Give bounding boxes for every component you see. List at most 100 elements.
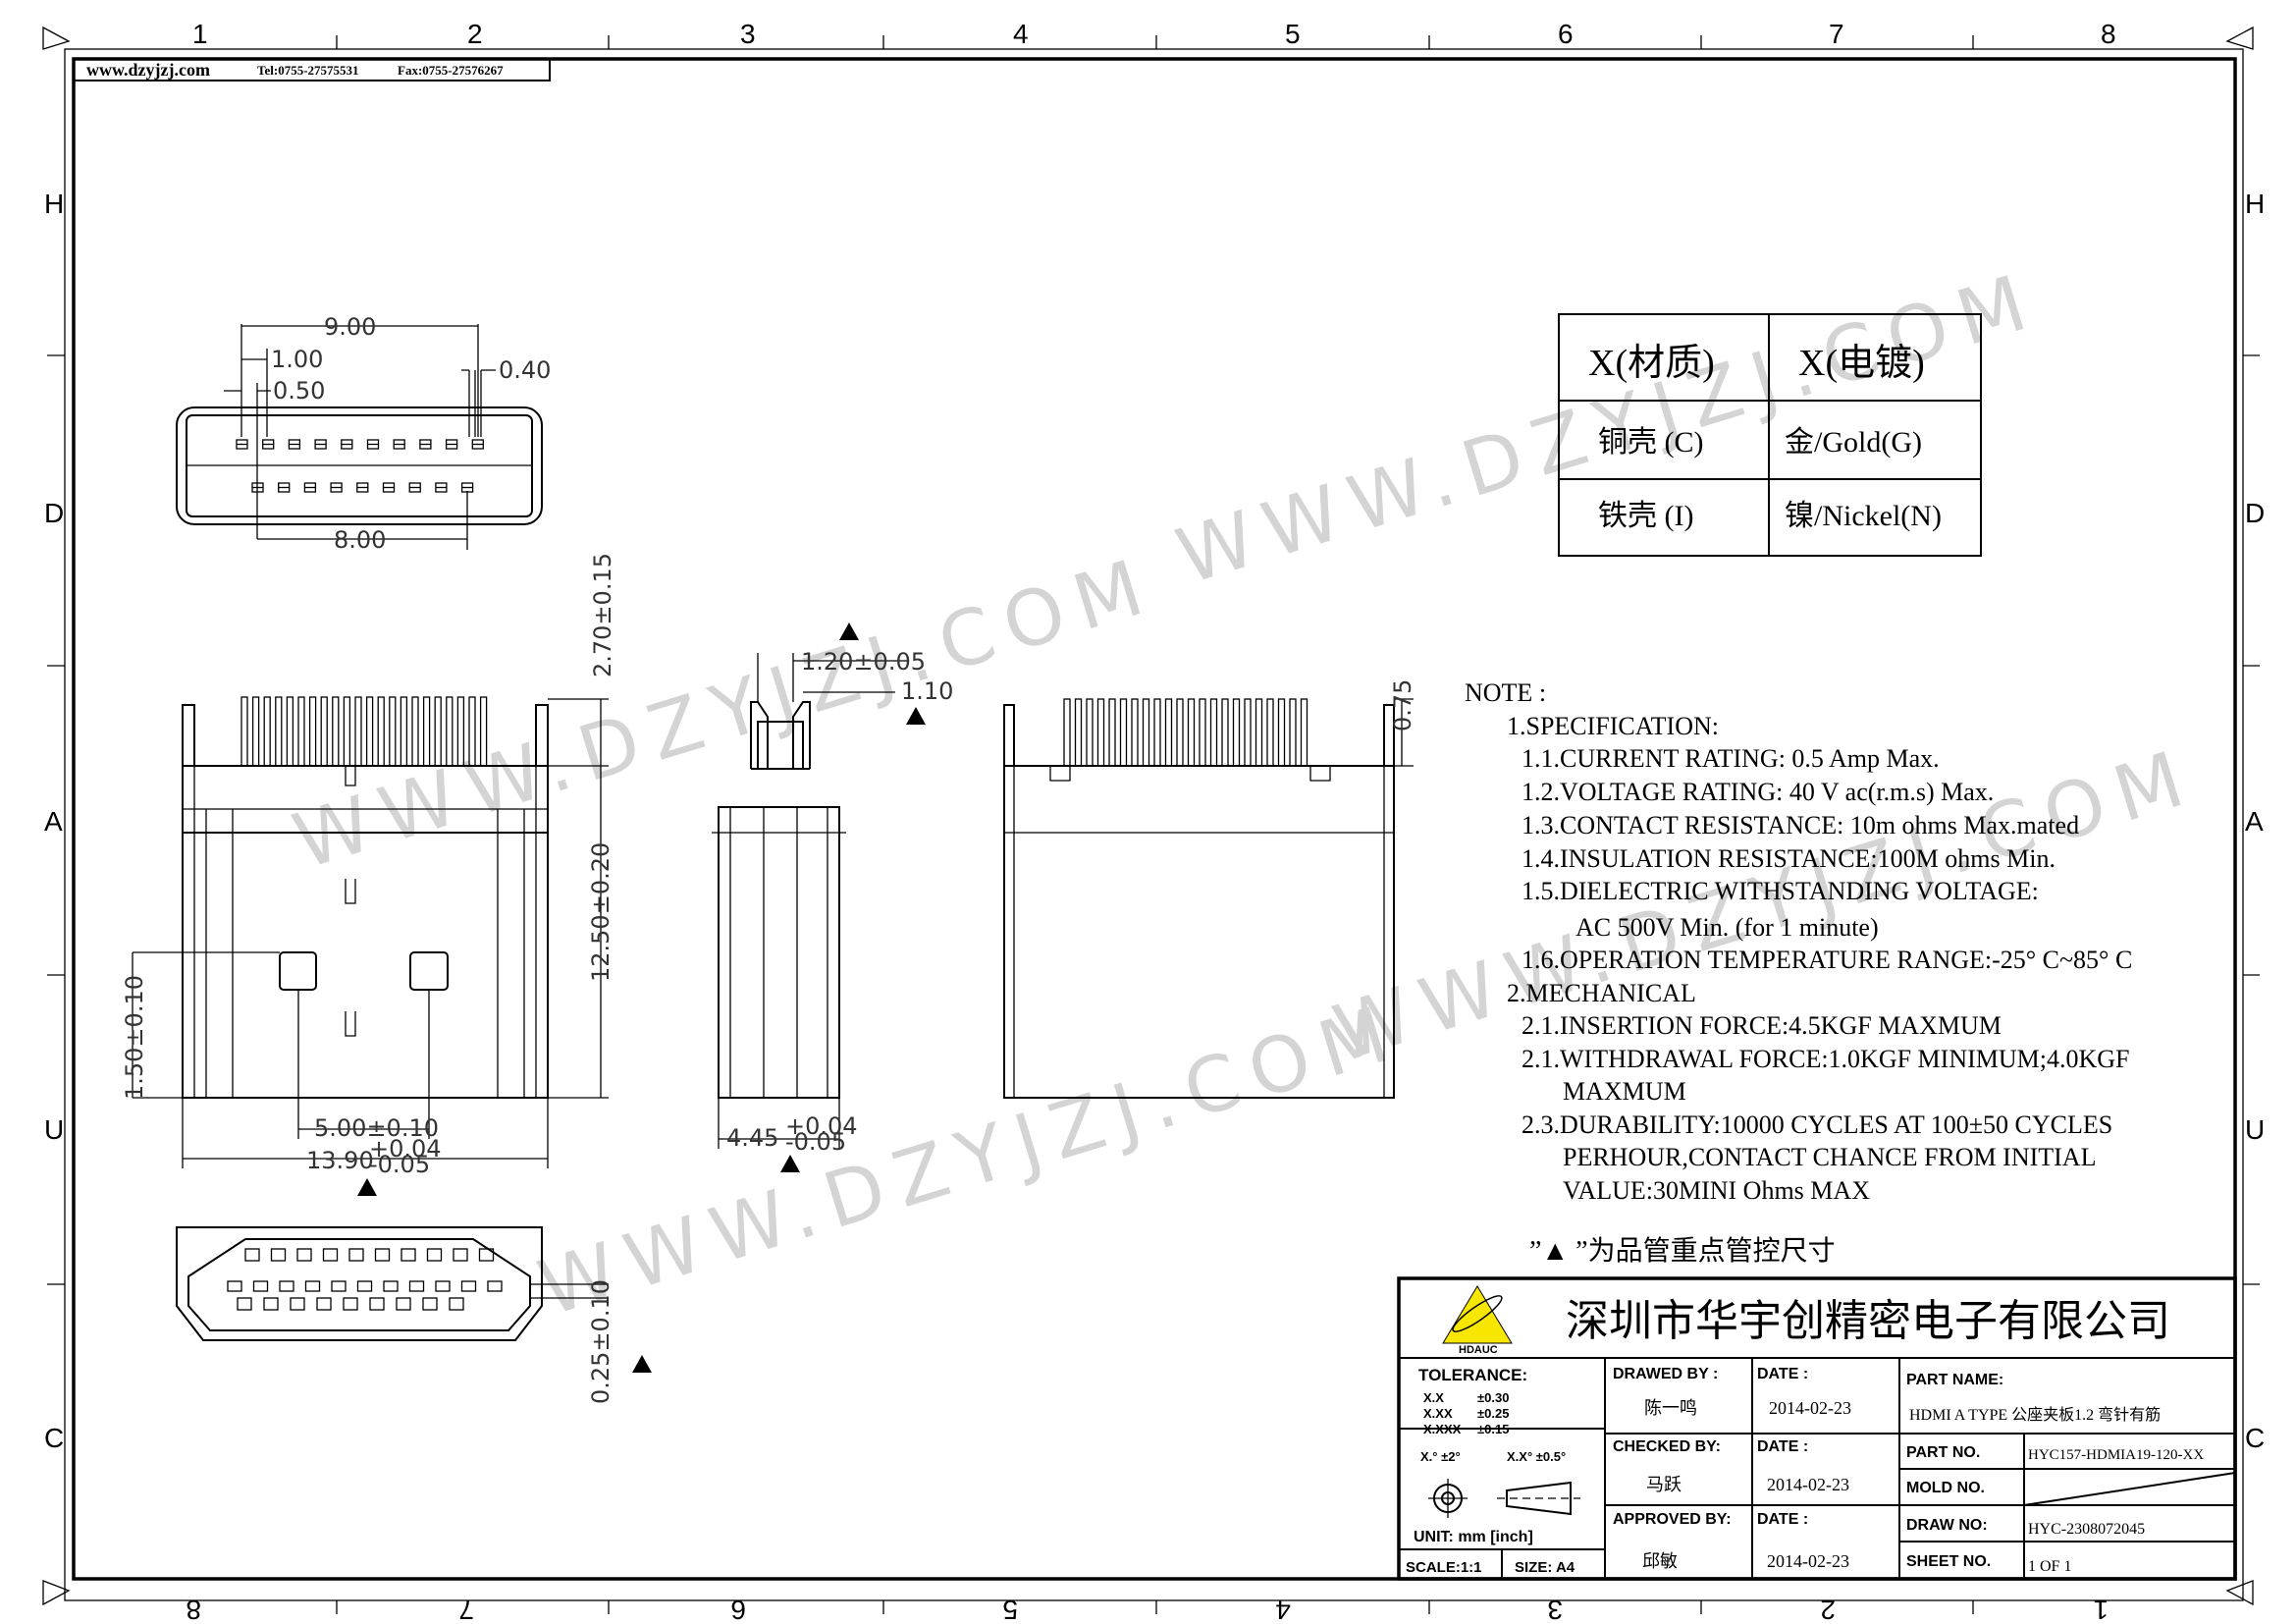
fin xyxy=(1221,698,1229,767)
note-line: 1.3.CONTACT RESISTANCE: 10m ohms Max.mat… xyxy=(1522,811,2079,839)
note-line: 1.4.INSULATION RESISTANCE:100M ohms Min. xyxy=(1522,844,2056,873)
header-strip: www.dzyjzj.com Tel:0755-27575531 Fax:075… xyxy=(73,58,551,81)
fin xyxy=(251,696,260,767)
fin xyxy=(400,696,408,767)
fin xyxy=(479,696,488,767)
fin xyxy=(275,696,283,767)
pin-contact xyxy=(263,1297,279,1311)
zone-side: H xyxy=(2245,189,2265,219)
pin-contact xyxy=(426,1248,443,1262)
dim-width-base: 13.90 xyxy=(306,1147,374,1174)
critical-dimension-note: ”▲ ”为品管重点管控尺寸 xyxy=(1529,1235,1836,1267)
date-value: 2014-02-23 xyxy=(1769,1398,1851,1418)
sheet-border xyxy=(42,26,2260,1614)
zone-side: U xyxy=(2245,1114,2265,1145)
fin xyxy=(297,696,305,767)
pin-contact xyxy=(487,1280,503,1292)
fin xyxy=(389,696,397,767)
zone-top: 8 xyxy=(2101,19,2116,49)
dim-length: 12.50±0.20 xyxy=(587,842,614,982)
top-view: 2.70±0.15 12.50±0.20 1.50±0.10 5.00±0.10… xyxy=(121,553,616,1196)
part-name-label: PART NAME: xyxy=(1906,1372,2003,1388)
tolerance-key: X.XX xyxy=(1423,1406,1453,1421)
note-line: 1.2.VOLTAGE RATING: 40 V ac(r.m.s) Max. xyxy=(1522,778,1994,806)
fax-text: Fax:0755-27576267 xyxy=(398,63,504,78)
dim-thickness-tol-plus: +0.04 xyxy=(785,1112,858,1140)
pin-contact xyxy=(279,1280,294,1292)
fin xyxy=(1142,698,1150,767)
zone-bottom: 6 xyxy=(730,1595,746,1624)
pin-contact xyxy=(460,1280,477,1292)
fin xyxy=(286,696,294,767)
zone-side: U xyxy=(44,1114,64,1145)
note-line: NOTE : xyxy=(1465,678,1546,707)
zone-side: C xyxy=(44,1423,64,1453)
notes: NOTE : 1.SPECIFICATION: 1.1.CURRENT RATI… xyxy=(1465,678,2132,1267)
pin-contact xyxy=(296,1248,312,1262)
dim-thickness-tol-minus: -0.05 xyxy=(785,1128,846,1156)
critical-mark-icon xyxy=(357,1178,377,1196)
pin-contact xyxy=(374,1248,391,1262)
pin-contact xyxy=(227,1280,242,1292)
fin xyxy=(1300,698,1308,767)
drawed-by-label: DRAWED BY : xyxy=(1613,1366,1718,1382)
note-line: 2.3.DURABILITY:10000 CYCLES AT 100±50 CY… xyxy=(1522,1110,2112,1139)
website-text: www.dzyjzj.com xyxy=(86,60,210,80)
zone-bottom: 8 xyxy=(186,1595,201,1624)
fin xyxy=(1244,698,1252,767)
pin-contact xyxy=(478,1248,495,1262)
tolerance-value: ±0.15 xyxy=(1477,1422,1509,1436)
zone-top: 6 xyxy=(1558,19,1574,49)
dim-lower-span: 8.00 xyxy=(334,526,386,554)
pin-contact xyxy=(383,1280,399,1292)
fin xyxy=(1164,698,1173,767)
date-label: DATE : xyxy=(1757,1366,1808,1382)
material-cell: 铁壳 (I) xyxy=(1598,500,1693,532)
dim-height-top: 2.70±0.15 xyxy=(589,553,616,677)
title-block: HDAUC 深圳市华宇创精密电子有限公司 TOLERANCE: X.X ±0.3… xyxy=(1397,1276,2237,1581)
fin xyxy=(1232,698,1241,767)
pin-contact xyxy=(348,1248,364,1262)
dim-contact-gap: 1.10 xyxy=(901,677,953,705)
plating-cell: 镍/Nickel(N) xyxy=(1785,500,1942,532)
zone-side: H xyxy=(44,189,64,219)
note-line: 1.6.OPERATION TEMPERATURE RANGE:-25° C~8… xyxy=(1522,946,2132,974)
unit-text: UNIT: mm [inch] xyxy=(1414,1529,1533,1545)
part-no-label: PART NO. xyxy=(1906,1444,1980,1461)
fin xyxy=(1074,698,1083,767)
fin xyxy=(411,696,419,767)
sheet-no: 1 OF 1 xyxy=(2028,1558,2071,1575)
fin xyxy=(365,696,374,767)
company-logo: HDAUC xyxy=(1442,1285,1513,1356)
fin xyxy=(343,696,351,767)
dim-width-tol-plus: +0.04 xyxy=(369,1135,442,1163)
dim-step: 0.75 xyxy=(1389,679,1416,731)
fin xyxy=(1209,698,1218,767)
note-line: 2.1.WITHDRAWAL FORCE:1.0KGF MINIMUM;4.0K… xyxy=(1522,1045,2130,1073)
tolerance-value: ±0.25 xyxy=(1477,1406,1509,1421)
approved-by: 邱敏 xyxy=(1642,1551,1678,1571)
pin-contact xyxy=(422,1297,438,1311)
zone-side: C xyxy=(2245,1423,2265,1453)
front-view: 9.00 1.00 0.50 0.40 8.00 xyxy=(176,313,551,554)
note-line: 2.1.INSERTION FORCE:4.5KGF MAXMUM xyxy=(1522,1011,2002,1040)
pin-contact xyxy=(244,1248,260,1262)
pin-contact xyxy=(343,1297,358,1311)
dim-contact-width: 1.20±0.05 xyxy=(801,648,926,676)
fin xyxy=(1153,698,1161,767)
zone-bottom: 3 xyxy=(1547,1595,1563,1624)
fin xyxy=(1119,698,1128,767)
pin-contact xyxy=(435,1280,451,1292)
back-view: 0.75 xyxy=(1003,679,1416,1099)
pin-contact xyxy=(408,1280,425,1292)
critical-mark-icon xyxy=(632,1355,652,1373)
sheet-no-label: SHEET NO. xyxy=(1906,1553,1991,1570)
fin xyxy=(1063,698,1071,767)
pin-contact xyxy=(290,1297,305,1311)
note-line: 1.5.DIELECTRIC WITHSTANDING VOLTAGE: xyxy=(1522,877,2039,905)
pin-contact xyxy=(252,1280,269,1292)
fin xyxy=(1187,698,1196,767)
angle-tolerance: X.° ±2° xyxy=(1420,1449,1461,1464)
end-view: 0.25±0.10 xyxy=(176,1226,652,1404)
